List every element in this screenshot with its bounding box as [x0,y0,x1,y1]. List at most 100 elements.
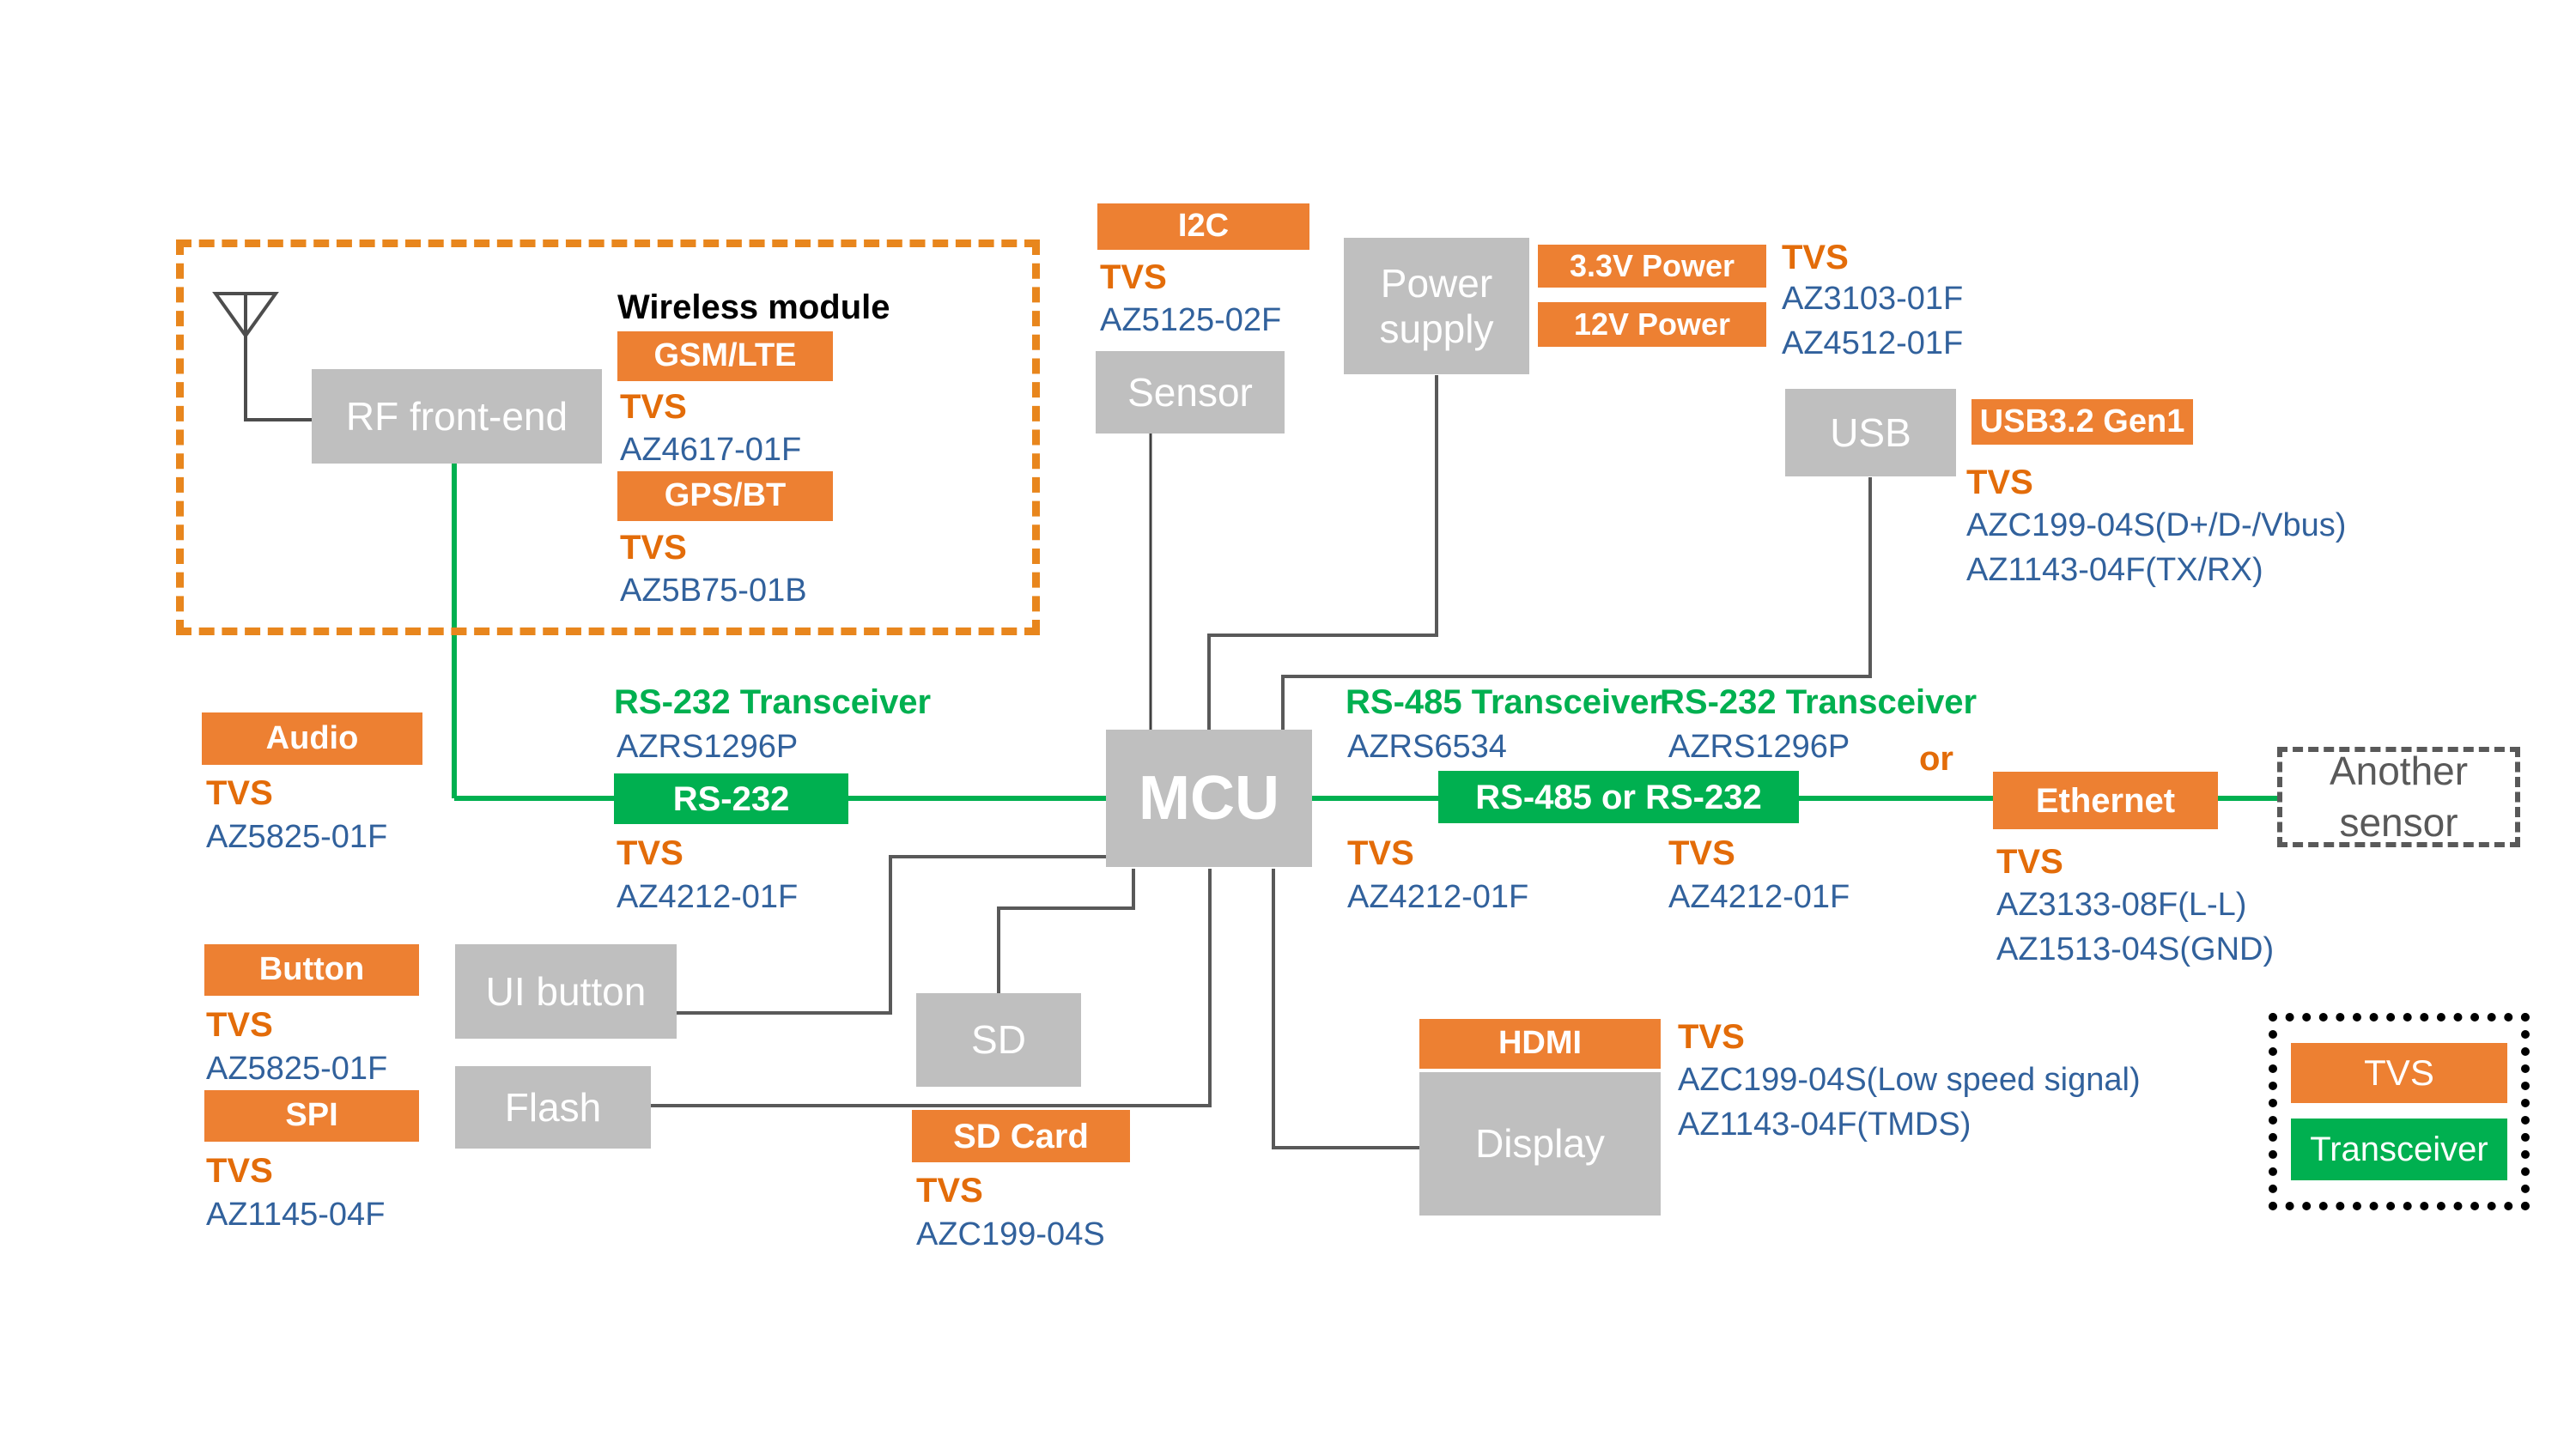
rs485-chip: AZRS6534 [1347,729,1507,765]
usb-box: USB [1785,389,1956,476]
button-tvs-part: AZ5825-01F [206,1051,388,1087]
gsm-lte-box: GSM/LTE [617,331,833,381]
i2c-box: I2C [1097,203,1309,250]
power-tvs-label: TVS [1782,239,1849,276]
rf-front-end-box: RF front-end [312,369,602,464]
rs232-right-chip: AZRS1296P [1668,729,1850,765]
wireless-module-title: Wireless module [617,288,890,326]
display-tvs-part-1: AZC199-04S(Low speed signal) [1678,1062,2141,1098]
flash-box: Flash [455,1066,651,1149]
sd-card-box: SD Card [912,1110,1130,1162]
gps-bt-box: GPS/BT [617,471,833,521]
usb-label: USB [1830,409,1911,455]
gsm-tvs-label: TVS [620,388,687,426]
wire-usb-mcu [1281,477,1872,731]
ethernet-tvs-part-2: AZ1513-04S(GND) [1996,931,2275,967]
i2c-tvs-part: AZ5125-02F [1100,302,1282,338]
usb-tvs-part-1: AZC199-04S(D+/D-/Vbus) [1966,507,2347,543]
rs232-left-title: RS-232 Transceiver [614,683,932,721]
legend-tvs-label: TVS [2364,1052,2434,1093]
rs485-tvs-part: AZ4212-01F [1347,879,1529,915]
rs232-left-chip: AZRS1296P [617,729,799,765]
sd-card-label: SD Card [953,1117,1089,1155]
power-tvs-part-2: AZ4512-01F [1782,325,1964,361]
gsm-tvs-part: AZ4617-01F [620,432,802,468]
usb-tvs-part-2: AZ1143-04F(TX/RX) [1966,552,2263,588]
sensor-box: Sensor [1096,351,1285,433]
rs232-left-tvs-part: AZ4212-01F [617,879,799,915]
ui-button-box: UI button [455,944,677,1039]
i2c-tvs-label: TVS [1100,258,1167,296]
spi-label: SPI [285,1097,338,1134]
rs485-rs232-bus-label: RS-485 or RS-232 [1475,778,1762,816]
usb32-gen1-label: USB3.2 Gen1 [1979,403,2185,440]
rs485-rs232-bus-box: RS-485 or RS-232 [1438,771,1799,823]
rs232-right-tvs-part: AZ4212-01F [1668,879,1850,915]
rf-front-end-label: RF front-end [345,393,568,439]
rs232-bus-label: RS-232 [672,779,790,818]
antenna-icon [212,292,279,339]
ethernet-tvs-part-1: AZ3133-08F(L-L) [1996,887,2247,923]
audio-tvs-part: AZ5825-01F [206,819,388,855]
gsm-lte-label: GSM/LTE [653,337,797,374]
button-box: Button [204,944,419,996]
wire-power-mcu [1207,375,1438,731]
power-12v-box: 12V Power [1538,302,1766,347]
audio-tvs-label: TVS [206,774,273,812]
wire-mcu-display [1272,869,1421,1149]
button-tvs-label: TVS [206,1006,273,1044]
flash-label: Flash [504,1084,602,1130]
mcu-label: MCU [1139,763,1279,833]
sd-tvs-label: TVS [916,1172,983,1210]
ethernet-tvs-label: TVS [1996,843,2063,881]
display-box: Display [1419,1072,1661,1216]
power-supply-label: Power supply [1379,260,1494,351]
rs232-right-title: RS-232 Transceiver [1660,683,1978,721]
legend-transceiver-label: Transceiver [2310,1131,2488,1168]
audio-label: Audio [265,719,359,756]
rs232-right-tvs-label: TVS [1668,834,1735,872]
power-33v-label: 3.3V Power [1569,248,1735,284]
wire-uibutton-mcu [677,855,1108,1015]
spi-tvs-part: AZ1145-04F [206,1197,386,1233]
ui-button-label: UI button [485,968,647,1014]
wire-sd-mcu [997,869,1135,994]
sensor-label: Sensor [1127,369,1253,415]
spi-tvs-label: TVS [206,1152,273,1190]
another-sensor-box: Another sensor [2277,747,2520,847]
wire-flash-mcu [651,869,1212,1107]
power-supply-box: Power supply [1344,238,1529,374]
i2c-label: I2C [1177,208,1230,245]
gps-tvs-label: TVS [620,529,687,567]
gps-tvs-part: AZ5B75-01B [620,573,807,609]
display-tvs-part-2: AZ1143-04F(TMDS) [1678,1106,1971,1143]
usb32-gen1-box: USB3.2 Gen1 [1971,399,2193,445]
display-tvs-label: TVS [1678,1018,1745,1056]
or-label: or [1919,740,1953,778]
ethernet-box: Ethernet [1993,772,2218,829]
power-12v-label: 12V Power [1573,306,1731,343]
sd-tvs-part: AZC199-04S [916,1216,1105,1252]
legend-transceiver-box: Transceiver [2291,1119,2507,1180]
rs232-left-tvs-label: TVS [617,834,683,872]
mcu-box: MCU [1106,730,1312,867]
legend-tvs-box: TVS [2291,1043,2507,1103]
gps-bt-label: GPS/BT [664,477,787,514]
hdmi-box: HDMI [1419,1019,1661,1069]
usb-tvs-label: TVS [1966,464,2033,501]
another-sensor-label: Another sensor [2329,748,2469,845]
button-label: Button [258,951,365,988]
rs232-bus-box: RS-232 [614,773,848,824]
rs485-title: RS-485 Transceiver [1346,683,1663,721]
legend-frame [2269,1013,2530,1210]
display-label: Display [1475,1121,1605,1167]
sd-label: SD [971,1017,1026,1063]
audio-box: Audio [202,712,422,765]
sd-box: SD [916,993,1081,1087]
power-tvs-part-1: AZ3103-01F [1782,281,1964,317]
wire-antenna [244,295,312,421]
ethernet-label: Ethernet [2035,781,2176,820]
wireless-module-frame [176,239,1040,635]
rs485-tvs-label: TVS [1347,834,1414,872]
